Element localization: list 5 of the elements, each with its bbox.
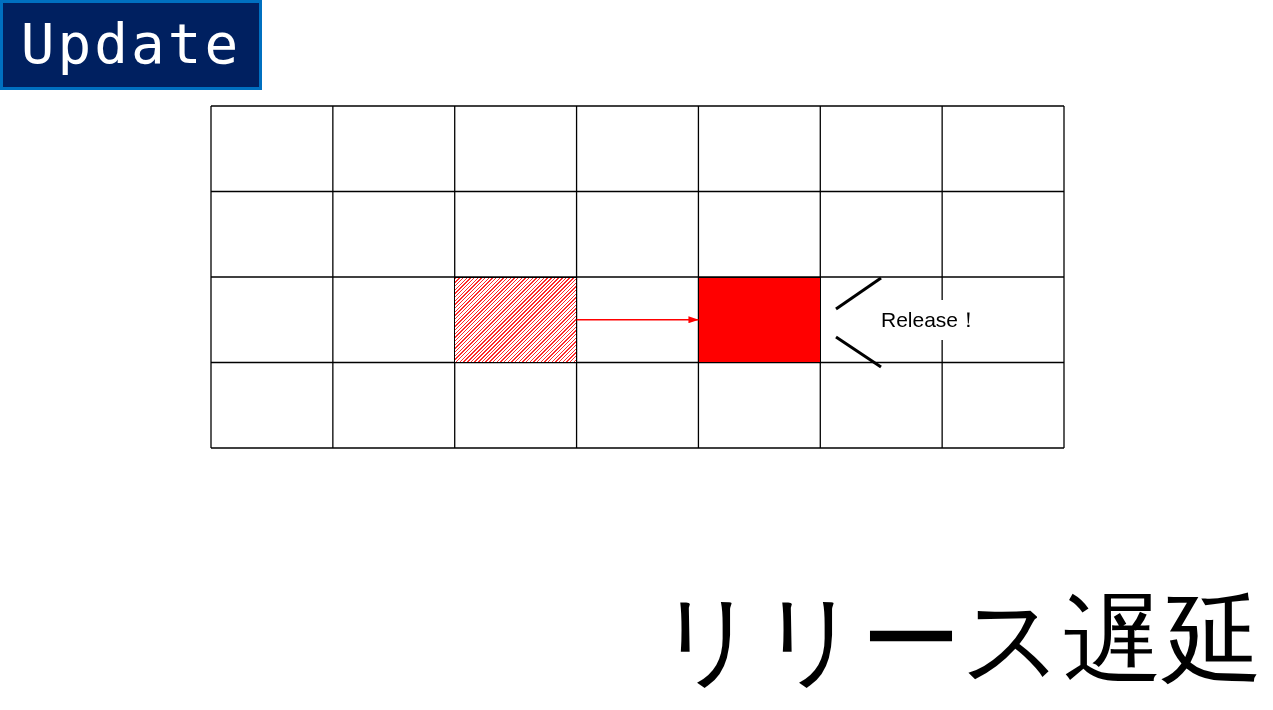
hatched-block <box>454 276 578 363</box>
arrow <box>575 316 700 324</box>
update-badge: Update <box>0 0 262 90</box>
title-text: リリース遅延 <box>657 584 1263 696</box>
filled-block <box>697 276 821 363</box>
